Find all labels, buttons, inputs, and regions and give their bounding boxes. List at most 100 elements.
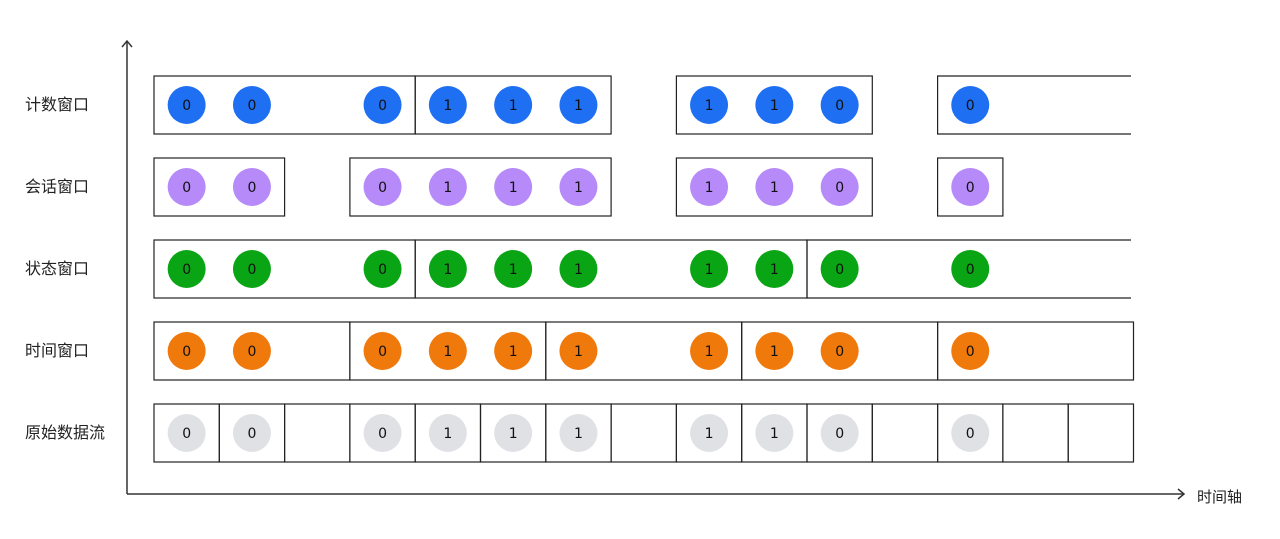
event-dot-time-3	[428, 332, 467, 370]
window-box-raw-14	[1067, 403, 1135, 463]
row-label-count: 计数窗口	[25, 95, 90, 114]
time-axis-label: 时间轴	[1197, 488, 1243, 506]
event-dot-time-5	[559, 332, 598, 370]
event-value-time-5: 1	[574, 344, 583, 360]
event-dot-raw-2	[363, 414, 402, 452]
row-label-time: 时间窗口	[25, 341, 90, 360]
event-value-raw-7: 1	[770, 426, 779, 442]
event-value-time-6: 1	[705, 344, 714, 360]
event-dot-session-1	[232, 168, 271, 206]
window-box-time-4	[936, 321, 1135, 381]
event-dot-raw-3	[428, 414, 467, 452]
event-value-raw-2: 0	[378, 426, 387, 442]
row-label-raw: 原始数据流	[25, 423, 106, 442]
event-dot-count-7	[755, 86, 794, 124]
event-dot-raw-4	[494, 414, 533, 452]
event-dot-state-4	[494, 250, 533, 288]
event-value-session-2: 0	[378, 180, 387, 196]
event-dot-raw-9	[951, 414, 990, 452]
event-value-state-7: 1	[770, 262, 779, 278]
event-value-raw-1: 0	[247, 426, 256, 442]
event-dot-state-2	[363, 250, 402, 288]
event-value-count-1: 0	[247, 98, 256, 114]
event-value-count-5: 1	[574, 98, 583, 114]
event-value-session-6: 1	[705, 180, 714, 196]
event-value-state-5: 1	[574, 262, 583, 278]
event-dot-raw-5	[559, 414, 598, 452]
event-dot-state-1	[232, 250, 271, 288]
event-value-state-2: 0	[378, 262, 387, 278]
event-dot-count-9	[951, 86, 990, 124]
window-box-session-3	[936, 157, 1004, 217]
event-value-time-7: 1	[770, 344, 779, 360]
window-box-session-0	[153, 157, 286, 217]
event-value-state-9: 0	[966, 262, 975, 278]
window-box-session-2	[675, 157, 873, 217]
event-dot-time-1	[232, 332, 271, 370]
event-value-count-6: 1	[705, 98, 714, 114]
window-box-raw-2	[284, 403, 351, 463]
event-dot-raw-8	[820, 414, 859, 452]
event-value-time-2: 0	[378, 344, 387, 360]
event-dot-raw-0	[167, 414, 206, 452]
event-dot-state-7	[755, 250, 794, 288]
event-value-count-7: 1	[770, 98, 779, 114]
event-value-session-1: 0	[247, 180, 256, 196]
event-dot-time-6	[690, 332, 729, 370]
event-value-time-3: 1	[443, 344, 452, 360]
window-box-state-2	[806, 239, 1131, 299]
event-dot-state-0	[167, 250, 206, 288]
event-value-raw-9: 0	[966, 426, 975, 442]
event-value-time-9: 0	[966, 344, 975, 360]
event-value-session-4: 1	[509, 180, 518, 196]
event-dot-count-0	[167, 86, 206, 124]
event-value-count-0: 0	[182, 98, 191, 114]
event-dot-session-0	[167, 168, 206, 206]
event-value-session-5: 1	[574, 180, 583, 196]
event-dot-session-6	[690, 168, 729, 206]
event-dot-time-2	[363, 332, 402, 370]
event-dot-time-7	[755, 332, 794, 370]
event-dot-session-5	[559, 168, 598, 206]
event-value-count-3: 1	[443, 98, 452, 114]
event-value-raw-5: 1	[574, 426, 583, 442]
window-box-count-2	[675, 75, 873, 135]
event-value-time-0: 0	[182, 344, 191, 360]
event-value-session-8: 0	[835, 180, 844, 196]
event-value-state-8: 0	[835, 262, 844, 278]
event-dot-raw-7	[755, 414, 794, 452]
event-value-time-4: 1	[509, 344, 518, 360]
window-box-raw-13	[1002, 403, 1069, 463]
event-dot-count-1	[232, 86, 271, 124]
event-dot-session-7	[755, 168, 794, 206]
window-box-count-1	[414, 75, 612, 135]
event-value-raw-6: 1	[705, 426, 714, 442]
event-dot-count-2	[363, 86, 402, 124]
event-value-raw-0: 0	[182, 426, 191, 442]
event-value-session-3: 1	[443, 180, 452, 196]
event-dot-time-9	[951, 332, 990, 370]
window-box-state-1	[414, 239, 808, 299]
event-dot-session-3	[428, 168, 467, 206]
event-dot-session-2	[363, 168, 402, 206]
event-dot-raw-6	[690, 414, 729, 452]
event-dot-count-5	[559, 86, 598, 124]
event-value-count-4: 1	[509, 98, 518, 114]
event-dot-time-4	[494, 332, 533, 370]
event-dot-count-8	[820, 86, 859, 124]
event-value-state-6: 1	[705, 262, 714, 278]
event-value-session-9: 0	[966, 180, 975, 196]
event-value-session-7: 1	[770, 180, 779, 196]
event-value-state-1: 0	[247, 262, 256, 278]
event-dot-state-6	[690, 250, 729, 288]
window-box-raw-11	[871, 403, 939, 463]
event-dot-count-6	[690, 86, 729, 124]
window-box-raw-7	[610, 403, 677, 463]
event-dot-session-4	[494, 168, 533, 206]
event-value-state-0: 0	[182, 262, 191, 278]
event-value-raw-3: 1	[443, 426, 452, 442]
event-dot-count-3	[428, 86, 467, 124]
event-dot-state-9	[951, 250, 990, 288]
event-dot-time-8	[820, 332, 859, 370]
